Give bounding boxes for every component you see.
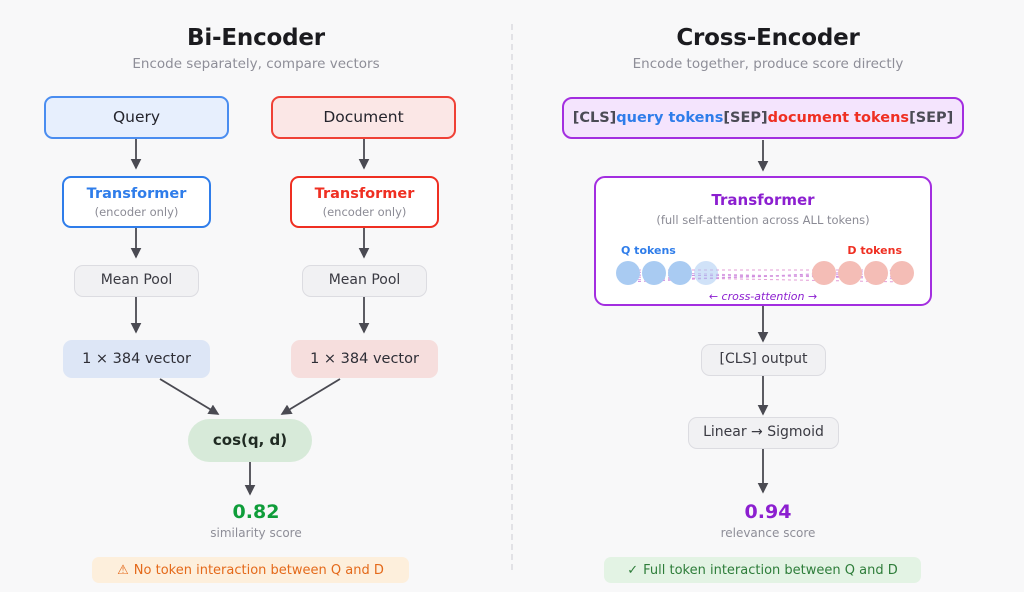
cross-attention-label: ← cross-attention → (708, 290, 818, 303)
cross-transformer-sub: (full self-attention across ALL tokens) (656, 212, 870, 227)
q-tokens-label: Q tokens (621, 244, 676, 257)
cross-encoder-title: Cross-Encoder (676, 25, 860, 51)
token-query: query tokens (616, 109, 724, 126)
bi-encoder-panel: Bi-Encoder Encode separately, compare ve… (44, 25, 456, 583)
document-label: Document (323, 107, 404, 126)
token-sequence-text: [CLS]query tokens[SEP]document tokens[SE… (573, 109, 954, 127)
full-token-interaction-pill: ✓ Full token interaction between Q and D (604, 557, 921, 583)
similarity-score-caption: similarity score (210, 526, 302, 540)
d-token-circle (890, 261, 914, 285)
query-mean-pool-label: Mean Pool (100, 272, 173, 289)
document-transformer-title: Transformer (314, 185, 415, 202)
bi-encoder-title: Bi-Encoder (187, 25, 325, 51)
linear-sigmoid-box[interactable]: Linear → Sigmoid (688, 417, 839, 449)
query-vector-box[interactable]: 1 × 384 vector (63, 340, 210, 378)
query-box[interactable]: Query (44, 96, 229, 139)
cross-attention-lines (625, 269, 907, 283)
d-tokens-label: D tokens (847, 244, 902, 257)
no-token-interaction-text: No token interaction between Q and D (133, 562, 384, 578)
bi-encoder-subtitle: Encode separately, compare vectors (132, 56, 380, 72)
document-transformer-sub: (encoder only) (322, 204, 407, 219)
cross-encoder-panel: Cross-Encoder Encode together, produce s… (512, 0, 1024, 592)
d-token-circle (812, 261, 836, 285)
cls-output-box[interactable]: [CLS] output (701, 344, 826, 376)
full-token-interaction-text: Full token interaction between Q and D (643, 562, 898, 578)
query-transformer-sub: (encoder only) (94, 204, 179, 219)
d-token-circle (838, 261, 862, 285)
cross-encoder-subtitle: Encode together, produce score directly (632, 56, 904, 72)
no-token-interaction-pill: ⚠ No token interaction between Q and D (92, 557, 409, 583)
token-cls-open: [CLS] (572, 109, 617, 126)
query-label: Query (112, 107, 161, 126)
document-vector-label: 1 × 384 vector (310, 350, 419, 367)
q-token-circle (642, 261, 666, 285)
query-transformer-title: Transformer (86, 185, 187, 202)
d-token-circle (864, 261, 888, 285)
cosine-similarity-node[interactable]: cos(q, d) (188, 419, 312, 462)
similarity-score-value: 0.82 (232, 501, 280, 523)
query-vector-label: 1 × 384 vector (82, 350, 191, 367)
token-sequence-bar[interactable]: [CLS]query tokens[SEP]document tokens[SE… (562, 97, 964, 139)
query-transformer-box[interactable]: Transformer (encoder only) (62, 176, 211, 228)
linear-sigmoid-label: Linear → Sigmoid (703, 424, 824, 441)
token-document: document tokens (767, 109, 910, 126)
document-mean-pool-label: Mean Pool (328, 272, 401, 289)
document-mean-pool-box[interactable]: Mean Pool (302, 265, 427, 297)
warning-triangle-icon: ⚠ (117, 562, 129, 578)
document-box[interactable]: Document (271, 96, 456, 139)
cosine-label: cos(q, d) (212, 431, 288, 450)
query-mean-pool-box[interactable]: Mean Pool (74, 265, 199, 297)
cls-output-label: [CLS] output (719, 351, 808, 368)
q-token-circle (694, 261, 718, 285)
relevance-score-caption: relevance score (720, 526, 816, 540)
panel-divider (511, 24, 513, 570)
cross-transformer-title: Transformer (711, 191, 815, 209)
document-vector-box[interactable]: 1 × 384 vector (291, 340, 438, 378)
check-icon: ✓ (627, 562, 639, 578)
q-token-circle (668, 261, 692, 285)
token-sep-mid: [SEP] (723, 109, 768, 126)
q-token-circle (616, 261, 640, 285)
token-sep-end: [SEP] (909, 109, 954, 126)
relevance-score-value: 0.94 (744, 501, 792, 523)
cross-transformer-box[interactable]: Transformer (full self-attention across … (594, 176, 932, 306)
document-transformer-box[interactable]: Transformer (encoder only) (290, 176, 439, 228)
